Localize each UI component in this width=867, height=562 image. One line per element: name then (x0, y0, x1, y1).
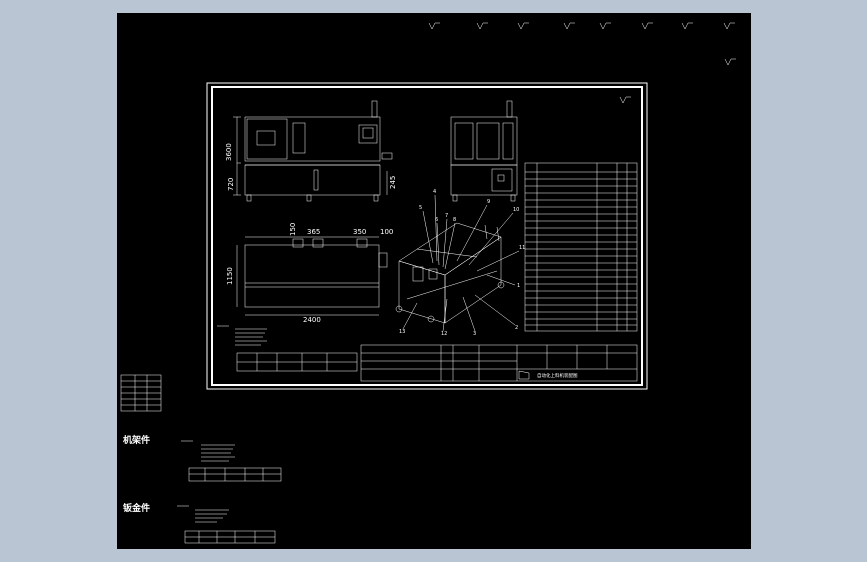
balloon-leaders (402, 194, 520, 332)
title-block (360, 344, 638, 382)
dim-front-height: 3600 (225, 143, 233, 161)
tolerance-table (236, 352, 358, 372)
notes-block-frame-parts (181, 440, 282, 482)
top-view (236, 236, 388, 316)
roughness-symbol (476, 22, 488, 30)
dim-top-width: 1150 (226, 267, 234, 285)
balloon-label: 11 (519, 245, 525, 251)
isometric-view (395, 222, 505, 324)
drawing-canvas[interactable]: 3600 720 245 1150 2400 150 365 350 100 (117, 13, 751, 549)
balloon-label: 8 (453, 217, 456, 223)
roughness-symbols-row (428, 22, 736, 66)
roughness-symbol (517, 22, 529, 30)
technical-notes (217, 325, 358, 372)
balloon-label: 5 (419, 205, 422, 211)
balloon-label: 13 (399, 329, 405, 335)
side-view (450, 100, 518, 202)
balloon-label: 7 (445, 213, 448, 219)
balloon-label: 12 (441, 331, 447, 337)
roughness-symbol (723, 22, 735, 30)
balloon-label: 4 (433, 189, 436, 195)
heading-frame-parts: 机架件 (123, 434, 150, 446)
notes-block-sheet-metal (177, 505, 276, 544)
front-view (233, 100, 393, 202)
balloon-label: 2 (515, 325, 518, 331)
balloon-label: 3 (473, 331, 476, 337)
dim-top-c: 350 (353, 228, 366, 236)
dim-front-base: 720 (227, 178, 235, 191)
dim-top-b: 365 (307, 228, 320, 236)
dim-top-a: 150 (289, 223, 297, 236)
dim-top-length: 2400 (303, 316, 321, 324)
dim-front-side: 245 (389, 176, 397, 189)
cad-drawing: 3600 720 245 1150 2400 150 365 350 100 (120, 22, 736, 544)
roughness-symbol (681, 22, 693, 30)
sheet-outer-frame (206, 82, 648, 390)
sheet-inner-frame (211, 86, 643, 386)
title-block-drawing-name: 自动化上料机装配图 (537, 372, 578, 379)
roughness-symbol (619, 96, 631, 104)
parts-list-table (524, 162, 638, 332)
heading-sheet-metal: 钣金件 (123, 502, 150, 514)
roughness-symbol (724, 58, 736, 66)
balloon-labels: 4 5 6 7 8 9 10 11 1 2 3 12 13 (399, 189, 525, 337)
roughness-symbol (563, 22, 575, 30)
roughness-symbol (599, 22, 611, 30)
balloon-label: 6 (435, 217, 438, 223)
dim-top-d: 100 (380, 228, 393, 236)
balloon-label: 9 (487, 199, 490, 205)
roughness-symbol (641, 22, 653, 30)
balloon-label: 10 (513, 207, 519, 213)
balloon-label: 1 (517, 283, 520, 289)
roughness-symbol (428, 22, 440, 30)
left-legend-table (120, 374, 162, 412)
